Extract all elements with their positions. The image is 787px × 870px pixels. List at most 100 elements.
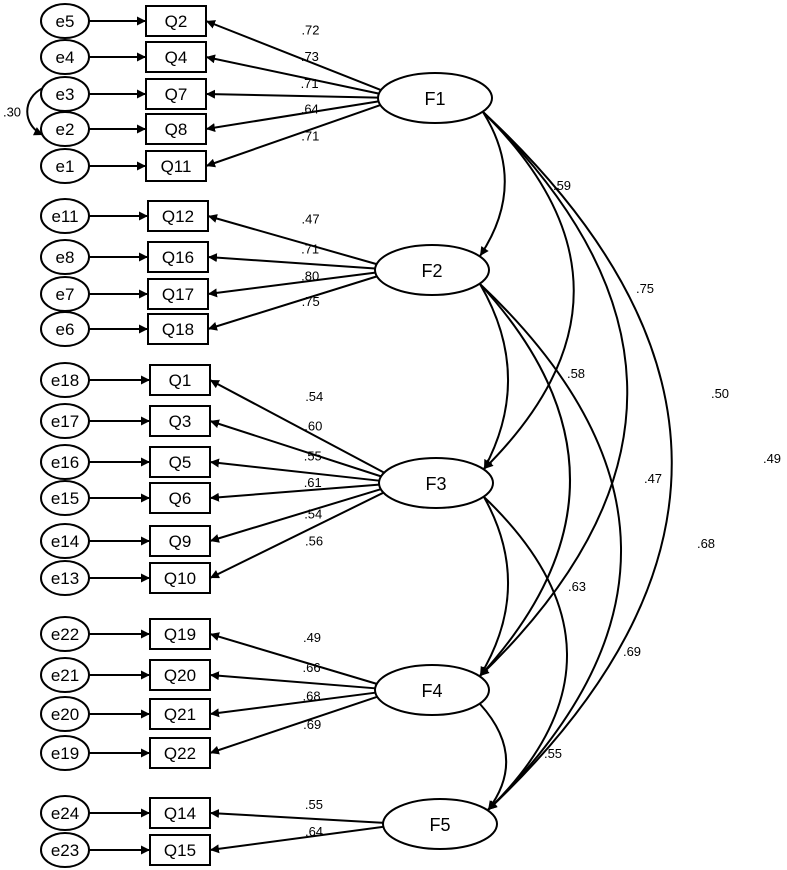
correlation-f2-f4 bbox=[470, 274, 571, 677]
indicator-box-q3 bbox=[149, 405, 211, 437]
loading-path-f2-q17 bbox=[207, 271, 376, 298]
loading-label-q12: .47 bbox=[302, 211, 320, 226]
loading-path-f1-q11 bbox=[205, 104, 381, 168]
indicator-label-q21: Q21 bbox=[164, 705, 196, 724]
loading-label-q11: .71 bbox=[301, 129, 319, 144]
error-term-e23 bbox=[40, 832, 90, 868]
indicator-box-q15 bbox=[149, 834, 211, 866]
loading-path-f4-q19 bbox=[209, 632, 378, 685]
loading-label-q18: .75 bbox=[302, 294, 320, 309]
factor-label-f3: F3 bbox=[425, 474, 446, 494]
error-label-e1: e1 bbox=[56, 157, 75, 176]
correlation-f2-f5 bbox=[470, 274, 622, 811]
indicator-box-q19 bbox=[149, 618, 211, 650]
loading-label-q21: .68 bbox=[303, 689, 321, 704]
error-label-e8: e8 bbox=[56, 248, 75, 267]
error-label-e7: e7 bbox=[56, 285, 75, 304]
factor-f1 bbox=[377, 72, 493, 124]
correlation-f4-f5 bbox=[470, 694, 508, 811]
error-label-e11: e11 bbox=[51, 207, 78, 226]
indicator-label-q3: Q3 bbox=[169, 412, 192, 431]
indicator-label-q8: Q8 bbox=[165, 120, 188, 139]
error-label-e17: e17 bbox=[51, 412, 79, 431]
factor-label-f2: F2 bbox=[421, 261, 442, 281]
indicator-box-q16 bbox=[147, 241, 209, 273]
loading-label-q3: .60 bbox=[304, 419, 322, 434]
indicator-label-q11: Q11 bbox=[161, 157, 192, 176]
correlation-f1-f3 bbox=[473, 102, 575, 470]
loading-path-f3-q10 bbox=[209, 491, 384, 579]
nodes-layer: Q2e5Q4e4Q7e3Q8e2Q11e1Q12e11Q16e8Q17e7Q18… bbox=[40, 3, 498, 868]
indicator-label-q20: Q20 bbox=[164, 666, 196, 685]
error-term-e4 bbox=[40, 39, 90, 75]
indicator-box-q10 bbox=[149, 562, 211, 594]
loading-label-q20: .66 bbox=[302, 660, 320, 675]
indicator-label-q19: Q19 bbox=[164, 625, 196, 644]
error-term-e14 bbox=[40, 523, 90, 559]
correlation-label-f1-f4: .50 bbox=[711, 386, 729, 401]
correlation-f1-f2 bbox=[474, 101, 506, 257]
error-term-e21 bbox=[40, 657, 90, 693]
indicator-label-q1: Q1 bbox=[169, 371, 192, 390]
loading-label-q10: .56 bbox=[305, 533, 323, 548]
error-label-e23: e23 bbox=[51, 841, 79, 860]
loading-path-f4-q21 bbox=[209, 691, 376, 718]
error-term-e20 bbox=[40, 696, 90, 732]
correlation-label-f1-f5: .49 bbox=[763, 451, 781, 466]
correlation-label-f3-f4: .63 bbox=[568, 579, 586, 594]
indicator-label-q14: Q14 bbox=[164, 804, 196, 823]
loading-path-f3-q5 bbox=[209, 458, 380, 482]
error-term-e22 bbox=[40, 616, 90, 652]
loading-label-q2: .72 bbox=[301, 23, 319, 38]
error-term-e5 bbox=[40, 3, 90, 39]
loading-path-f1-q2 bbox=[205, 20, 382, 91]
factor-label-f1: F1 bbox=[424, 89, 445, 109]
loading-path-f3-q3 bbox=[209, 419, 382, 478]
loading-path-f1-q8 bbox=[205, 100, 379, 133]
edges-layer bbox=[26, 16, 673, 855]
loading-path-f2-q12 bbox=[207, 214, 377, 266]
loading-path-f2-q18 bbox=[207, 275, 378, 331]
loading-label-q8: .64 bbox=[301, 102, 319, 117]
loading-label-q4: .73 bbox=[301, 49, 319, 64]
loading-label-q14: .55 bbox=[305, 797, 323, 812]
loading-label-q16: .71 bbox=[301, 241, 319, 256]
correlation-label-f1-f2: .59 bbox=[553, 178, 571, 193]
factor-label-f4: F4 bbox=[421, 681, 442, 701]
error-label-e22: e22 bbox=[51, 625, 79, 644]
error-term-e15 bbox=[40, 480, 90, 516]
loading-path-f4-q20 bbox=[209, 671, 376, 690]
error-term-e1 bbox=[40, 148, 90, 184]
indicator-label-q7: Q7 bbox=[165, 85, 188, 104]
error-term-e13 bbox=[40, 560, 90, 596]
error-term-e18 bbox=[40, 362, 90, 398]
loading-label-q7: .71 bbox=[301, 76, 319, 91]
indicator-label-q16: Q16 bbox=[162, 248, 194, 267]
indicator-box-q2 bbox=[145, 5, 207, 37]
loading-path-f5-q15 bbox=[209, 825, 384, 854]
factor-f2 bbox=[374, 244, 490, 296]
loading-label-q17: .80 bbox=[301, 269, 319, 284]
factor-label-f5: F5 bbox=[429, 815, 450, 835]
error-label-e15: e15 bbox=[51, 489, 79, 508]
correlation-label-f3-f5: .69 bbox=[623, 644, 641, 659]
loading-label-q1: .54 bbox=[305, 389, 323, 404]
indicator-box-q5 bbox=[149, 446, 211, 478]
error-label-e13: e13 bbox=[51, 569, 79, 588]
indicator-box-q18 bbox=[147, 313, 209, 345]
error-label-e20: e20 bbox=[51, 705, 79, 724]
error-label-e16: e16 bbox=[51, 453, 79, 472]
indicator-label-q2: Q2 bbox=[165, 12, 188, 31]
error-term-e8 bbox=[40, 239, 90, 275]
indicator-label-q6: Q6 bbox=[169, 489, 192, 508]
loading-path-f4-q22 bbox=[209, 695, 378, 755]
correlation-label-f2-f5: .68 bbox=[697, 536, 715, 551]
loading-label-q9: .54 bbox=[304, 506, 322, 521]
error-label-e14: e14 bbox=[51, 532, 79, 551]
error-label-e19: e19 bbox=[51, 744, 79, 763]
indicator-box-q7 bbox=[145, 78, 207, 110]
error-label-e21: e21 bbox=[51, 666, 79, 685]
indicator-box-q4 bbox=[145, 41, 207, 73]
indicator-box-q14 bbox=[149, 797, 211, 829]
loading-label-q15: .64 bbox=[305, 824, 323, 839]
